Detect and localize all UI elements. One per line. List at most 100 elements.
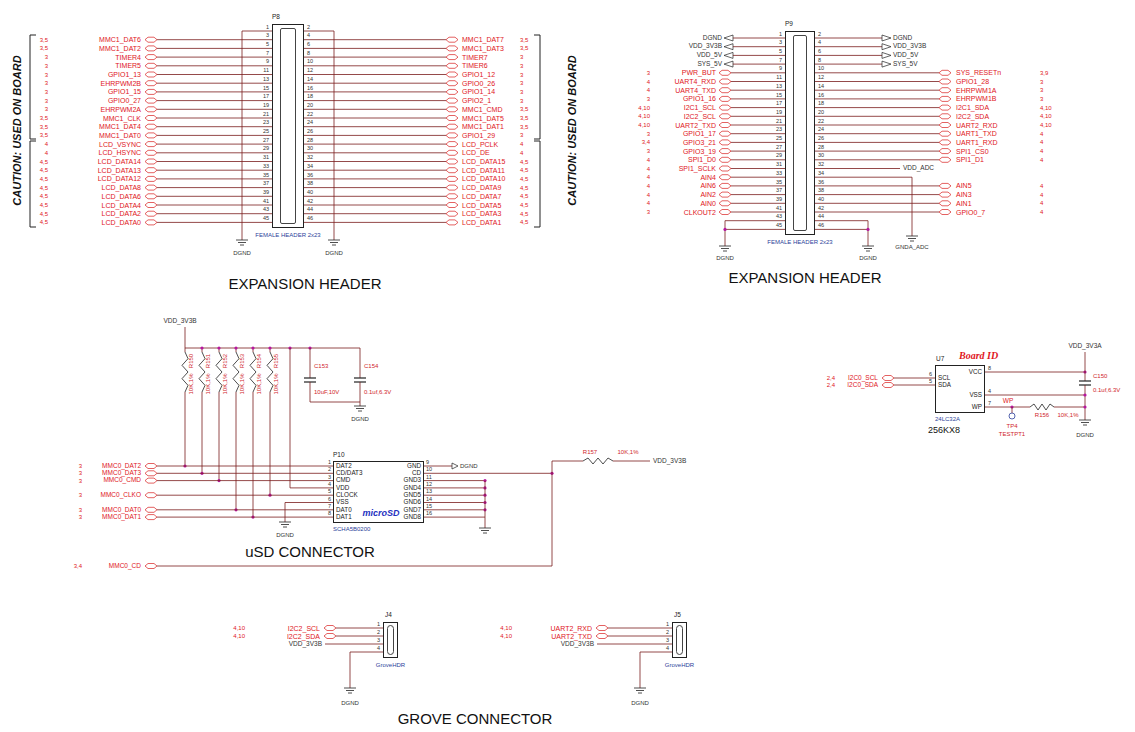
pin-number: 31 xyxy=(263,155,269,161)
ground-symbol xyxy=(344,688,356,689)
ground-symbol xyxy=(862,246,874,247)
page-reference: 4,5 xyxy=(40,193,48,199)
pin-number: 31 xyxy=(776,162,782,168)
power-net-label: VDD_3V3B xyxy=(289,641,322,648)
page-reference: 3 xyxy=(79,507,82,513)
wire xyxy=(185,392,186,466)
wire xyxy=(733,55,785,56)
signal-port xyxy=(719,79,731,84)
signal-port xyxy=(596,634,608,639)
pin-number: 8 xyxy=(328,511,331,517)
wire xyxy=(157,196,272,197)
signal-port xyxy=(446,89,458,94)
signal-name: LCD_DATA5 xyxy=(462,202,501,209)
signal-port xyxy=(145,133,157,138)
ground-symbol xyxy=(354,406,366,407)
page-reference: 3,5 xyxy=(40,124,48,130)
ground-symbol xyxy=(638,693,642,694)
page-reference: 3 xyxy=(647,70,650,76)
pin-number: 20 xyxy=(307,103,313,109)
wire xyxy=(285,503,286,523)
wire xyxy=(304,161,446,162)
caution-note: CAUTION: USED ON BOARD xyxy=(12,55,23,205)
caution-bracket xyxy=(30,35,36,139)
connector-inner-outline xyxy=(793,35,807,231)
ground-label: DGND xyxy=(859,255,877,261)
pin-number: 28 xyxy=(818,145,824,151)
wire xyxy=(336,628,383,629)
pin-number: 25 xyxy=(263,129,269,135)
page-reference: 4 xyxy=(1040,209,1043,215)
signal-name: MMC1_DAT4 xyxy=(99,123,141,130)
signal-port xyxy=(719,201,731,206)
ground-symbol xyxy=(1079,420,1091,421)
page-reference: 4,10 xyxy=(233,633,245,639)
section-title: EXPANSION HEADER xyxy=(728,270,881,285)
ground-symbol xyxy=(236,240,248,241)
power-flag xyxy=(724,52,733,58)
page-reference: 3 xyxy=(45,63,48,69)
signal-port xyxy=(446,176,458,181)
wire xyxy=(157,495,333,496)
page-reference: 3 xyxy=(45,98,48,104)
signal-name: I2C0_SCL xyxy=(848,375,878,382)
signal-port xyxy=(145,471,157,476)
component-value: 10K,1% xyxy=(256,373,262,394)
wire xyxy=(310,348,311,378)
signal-port xyxy=(882,376,894,381)
page-reference: 3 xyxy=(45,54,48,60)
signal-port xyxy=(145,515,157,520)
pin-number: 11 xyxy=(776,75,782,81)
signal-name: MMC0_DAT3 xyxy=(102,470,141,477)
wire xyxy=(304,74,446,75)
pin-number: 46 xyxy=(307,216,313,222)
wire xyxy=(304,135,446,136)
signal-port xyxy=(145,72,157,77)
junction-dot xyxy=(866,228,869,231)
part-logo: microSD xyxy=(362,509,399,518)
pin-number: 7 xyxy=(266,51,269,57)
pin-number: 4 xyxy=(377,646,380,652)
page-reference: 3 xyxy=(45,80,48,86)
junction-dot xyxy=(234,346,237,349)
signal-name: LCD_DATA11 xyxy=(462,167,505,174)
signal-port xyxy=(145,150,157,155)
resistor-symbol xyxy=(583,458,613,464)
ground-symbol xyxy=(906,236,918,237)
pin-number: 17 xyxy=(776,101,782,107)
signal-name: MMC1_DAT5 xyxy=(462,115,504,122)
signal-name: MMC0_DAT0 xyxy=(102,507,141,514)
signal-name: GPIO2_1 xyxy=(462,97,491,104)
section-title: EXPANSION HEADER xyxy=(228,276,381,291)
pin-number: 34 xyxy=(818,171,824,177)
page-reference: 4,5 xyxy=(520,193,528,199)
power-flag xyxy=(724,35,733,41)
ground-symbol xyxy=(328,240,340,241)
wire xyxy=(1054,407,1085,408)
wire xyxy=(815,168,900,169)
wire xyxy=(253,392,254,517)
signal-port xyxy=(145,507,157,512)
signal-name: EHRPWM2B xyxy=(101,80,141,87)
signal-name: GPIO1_13 xyxy=(108,71,141,78)
page-reference: 4 xyxy=(647,192,650,198)
ground-label: DGND xyxy=(325,250,343,256)
signal-port xyxy=(719,105,731,110)
wire xyxy=(304,196,446,197)
signal-port xyxy=(719,123,731,128)
part-designator: P9 xyxy=(785,21,793,28)
section-title: uSD CONNECTOR xyxy=(245,544,375,559)
wire xyxy=(815,203,939,204)
wire xyxy=(157,65,272,66)
section-title: GROVE CONNECTOR xyxy=(398,711,553,726)
pin-name: SCL xyxy=(938,375,950,381)
junction-dot xyxy=(251,346,254,349)
wire xyxy=(731,125,785,126)
signal-name: MMC0_DAT2 xyxy=(102,463,141,470)
wire xyxy=(360,382,361,402)
wire xyxy=(731,107,785,108)
power-net-label: DGND xyxy=(703,35,722,42)
page-reference: 3 xyxy=(1040,87,1043,93)
signal-port xyxy=(939,201,951,206)
page-reference: 4,10 xyxy=(233,625,245,631)
